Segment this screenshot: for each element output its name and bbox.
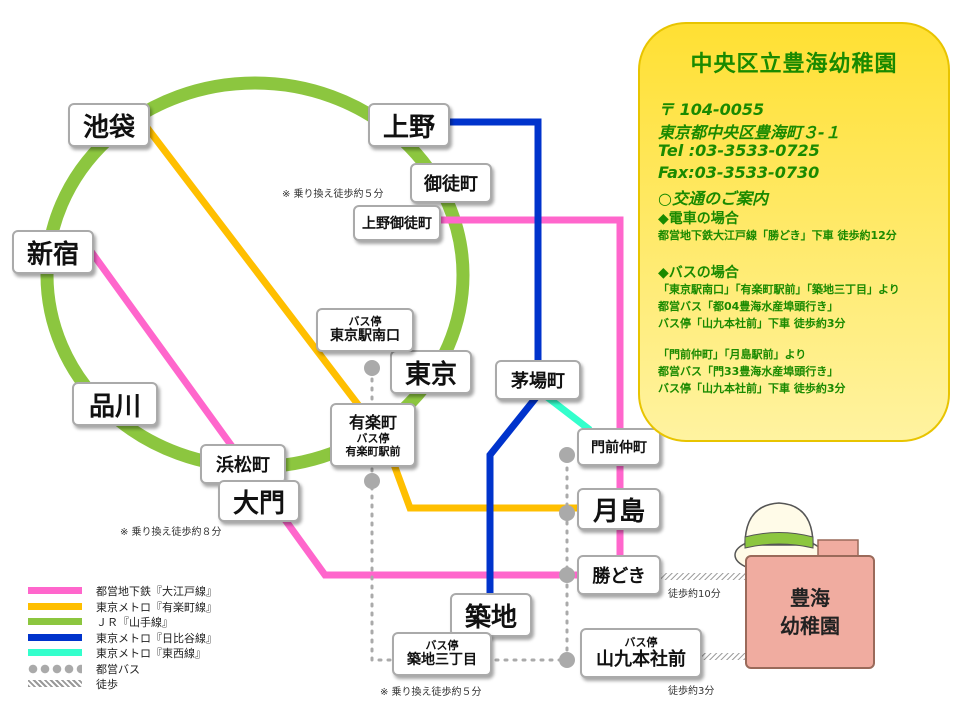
info-panel: 中央区立豊海幼稚園 〒 104-0055 東京都中央区豊海町３-１ Tel :0… (638, 22, 950, 442)
legend-swatch (28, 633, 82, 641)
note-transfer-tsukiji: ※ 乗り換え徒歩約５分 (380, 687, 482, 698)
legend-label: 東京メトロ『東西線』 (96, 647, 206, 660)
legend-swatch (28, 663, 82, 674)
bus2-line3: バス停「山九本社前」下車 徒歩約3分 (658, 382, 846, 395)
note-walk-3: 徒歩約3分 (668, 686, 715, 697)
legend-swatch (28, 602, 82, 610)
access-heading: ○交通のご案内 (658, 189, 768, 208)
legend-label: ＪＲ『山手線』 (96, 616, 173, 629)
station-okachimachi[interactable]: 御徒町 (410, 163, 492, 203)
legend-label: 都営地下鉄『大江戸線』 (96, 585, 217, 598)
bus2-line2: 都営バス「門33豊海水産埠頭行き」 (658, 365, 839, 378)
legend-item: 東京メトロ『東西線』 (28, 646, 228, 660)
note-walk-10: 徒歩約10分 (668, 589, 721, 600)
station-yurakucho[interactable]: 有楽町 バス停 有楽町駅前 (330, 403, 416, 467)
legend-item: 都営地下鉄『大江戸線』 (28, 584, 228, 598)
station-ueno[interactable]: 上野 (368, 103, 450, 147)
legend-label: 東京メトロ『有楽町線』 (96, 600, 217, 614)
station-shinagawa[interactable]: 品川 (72, 382, 158, 426)
legend-swatch (28, 618, 82, 625)
station-kayabacho[interactable]: 茅場町 (495, 360, 581, 400)
station-yurakucho-label: 有楽町 (348, 412, 397, 432)
legend-swatch (28, 587, 82, 594)
legend-label: 都営バス (96, 662, 140, 676)
station-monzen-nakacho[interactable]: 門前仲町 (577, 428, 661, 466)
bus-stop-name: 東京駅南口 (330, 328, 400, 344)
school-name-line2: 幼稚園 (780, 614, 840, 638)
bus-stop-yurakucho-label: バス停 (356, 431, 390, 445)
station-tokyo[interactable]: 東京 (390, 350, 472, 394)
legend-item: 東京メトロ『日比谷線』 (28, 631, 228, 645)
yurakucho-line (142, 122, 578, 512)
station-daimon[interactable]: 大門 (218, 480, 300, 522)
walk-path-kachidoki (660, 573, 745, 580)
station-hamamatsucho[interactable]: 浜松町 (200, 444, 286, 484)
school-building[interactable]: 豊海 幼稚園 (745, 555, 875, 669)
bus-stop-label: バス停 (425, 639, 459, 652)
school-name-line1: 豊海 (790, 586, 830, 610)
legend-item: ＪＲ『山手線』 (28, 615, 228, 629)
legend-label: 東京メトロ『日比谷線』 (96, 631, 217, 645)
bus-stop-name: 築地三丁目 (407, 652, 477, 668)
bus1-line3: バス停「山九本社前」下車 徒歩約3分 (658, 317, 846, 330)
station-tsukishima[interactable]: 月島 (577, 488, 661, 530)
school-title: 中央区立豊海幼稚園 (690, 52, 898, 77)
legend-swatch (28, 649, 82, 656)
bus-stop-tsukiji-3[interactable]: バス停 築地三丁目 (392, 632, 492, 676)
tel: Tel :03-3533-0725 (658, 141, 820, 160)
bus1-line1: 「東京駅南口」「有楽町駅前」「築地三丁目」より (658, 283, 900, 296)
legend-item: 東京メトロ『有楽町線』 (28, 600, 228, 614)
postal-code: 〒 104-0055 (658, 100, 765, 119)
station-kachidoki[interactable]: 勝どき (577, 555, 661, 595)
walk-path-yamaku (702, 653, 745, 660)
legend-label: 徒歩 (96, 678, 118, 691)
bus-heading: ◆バスの場合 (658, 265, 739, 281)
legend-swatch (28, 680, 82, 687)
legend-item: 徒歩 (28, 677, 228, 691)
bus-stop-tokyo-minami[interactable]: バス停 東京駅南口 (316, 308, 414, 352)
bus-stop-dots (364, 360, 575, 668)
fax: Fax:03-3533-0730 (658, 163, 820, 182)
station-shinjuku[interactable]: 新宿 (12, 230, 94, 274)
bus-stop-name: 山九本社前 (596, 648, 686, 670)
station-tsukiji[interactable]: 築地 (450, 593, 532, 637)
bus2-line1: 「門前仲町」「月島駅前」より (658, 348, 807, 361)
note-transfer-daimon: ※ 乗り換え徒歩約８分 (120, 527, 222, 538)
station-ikebukuro[interactable]: 池袋 (68, 103, 150, 147)
bus-routes (370, 368, 572, 662)
train-heading: ◆電車の場合 (658, 211, 739, 227)
bus-stop-yamaku[interactable]: バス停 山九本社前 (580, 628, 702, 678)
bus1-line2: 都営バス「都04豊海水産埠頭行き」 (658, 300, 839, 313)
address: 東京都中央区豊海町３-１ (658, 123, 841, 142)
legend-item: 都営バス (28, 662, 228, 676)
bus-stop-label: バス停 (624, 635, 658, 649)
train-text: 都営地下鉄大江戸線「勝どき」下車 徒歩約12分 (658, 229, 897, 242)
station-ueno-okachimachi[interactable]: 上野御徒町 (353, 205, 441, 241)
note-transfer-ueno: ※ 乗り換え徒歩約５分 (282, 189, 384, 200)
bus-stop-label: バス停 (348, 315, 382, 328)
bus-stop-yurakucho-name: 有楽町駅前 (345, 444, 401, 458)
